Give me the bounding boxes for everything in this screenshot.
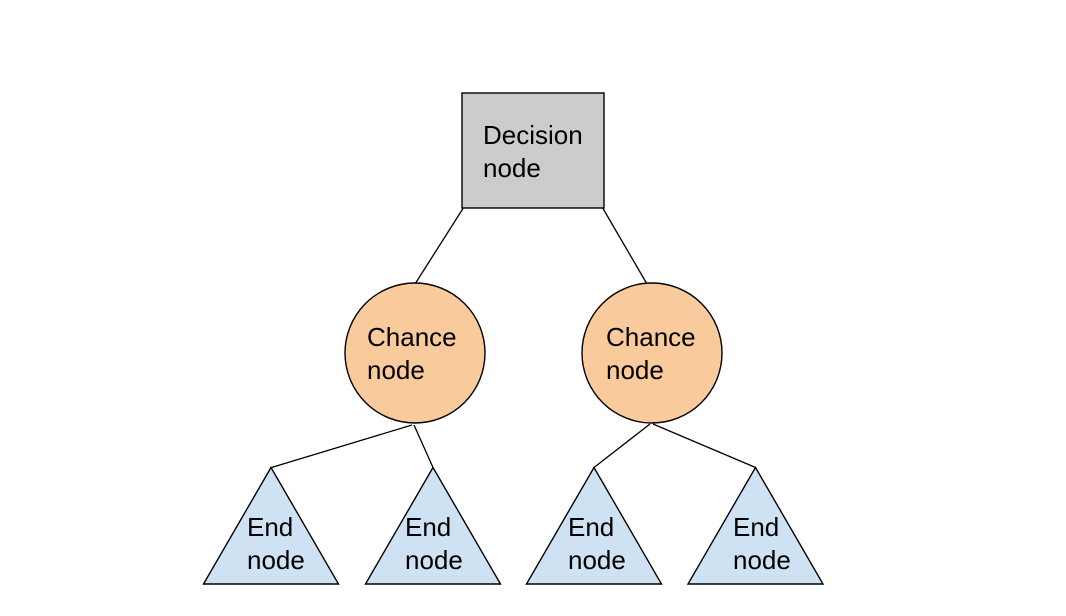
chance-node-right-label-line-2: node	[606, 355, 664, 385]
edge-decision-to-chance-left	[414, 208, 464, 285]
end-node-2-label-line-1: End	[405, 512, 452, 542]
end-node-2-shape	[364, 466, 502, 585]
end-node-3-label: End node	[568, 511, 626, 577]
chance-node-left-label-line-2: node	[367, 355, 425, 385]
chance-node-left-label-line-1: Chance	[367, 322, 457, 352]
decision-node-shape	[461, 92, 605, 209]
end-node-1-shape	[202, 466, 340, 585]
end-node-2-label: End node	[405, 511, 463, 577]
end-node-4-label-line-1: End	[733, 512, 780, 542]
edge-chance-right-to-end-3	[593, 423, 651, 469]
decision-node-label: Decision node	[483, 119, 583, 185]
chance-node-right-shape	[581, 282, 723, 424]
chance-node-left-label: Chance node	[367, 321, 457, 387]
decision-node-label-line-1: Decision	[483, 120, 583, 150]
end-node-1-label: End node	[247, 511, 305, 577]
end-node-3-label-line-2: node	[568, 545, 626, 575]
chance-node-right-label-line-1: Chance	[606, 322, 696, 352]
chance-node-left-shape	[344, 282, 486, 424]
edge-chance-left-to-end-1	[271, 424, 413, 469]
decision-node-label-line-2: node	[483, 153, 541, 183]
end-node-3-shape	[525, 466, 663, 585]
edge-chance-right-to-end-4	[652, 423, 756, 469]
edge-chance-left-to-end-2	[413, 424, 434, 468]
end-node-3-label-line-1: End	[568, 512, 615, 542]
end-node-4-label: End node	[733, 511, 791, 577]
end-node-4-label-line-2: node	[733, 545, 791, 575]
end-node-2-label-line-2: node	[405, 545, 463, 575]
edge-decision-to-chance-right	[602, 208, 648, 285]
end-node-1-label-line-1: End	[247, 512, 294, 542]
end-node-1-label-line-2: node	[247, 545, 305, 575]
chance-node-right-label: Chance node	[606, 321, 696, 387]
edges	[271, 208, 756, 469]
end-node-4-shape	[686, 466, 825, 585]
